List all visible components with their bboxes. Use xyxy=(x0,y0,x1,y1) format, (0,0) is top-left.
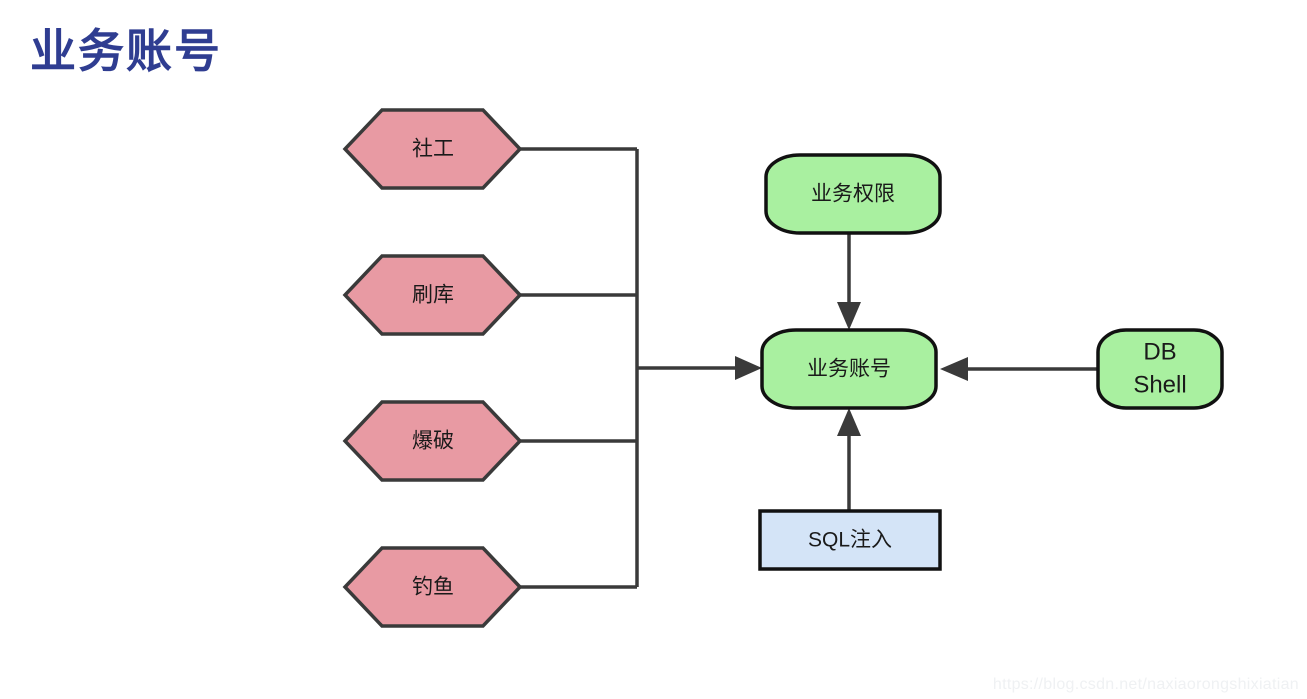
node-quanxian[interactable]: 业务权限 xyxy=(764,153,942,235)
rounded-rect-shape xyxy=(1096,328,1224,410)
watermark: https://blog.csdn.net/naxiaorongshixiati… xyxy=(992,676,1299,693)
node-label-sqlzhuru: SQL注入 xyxy=(808,529,892,552)
node-shuaku[interactable]: 刷库 xyxy=(342,254,523,336)
node-label-zhanghao: 业务账号 xyxy=(807,358,891,381)
node-diaoyu[interactable]: 钓鱼 xyxy=(342,546,523,628)
hexagon-shape xyxy=(342,546,523,628)
node-label-shuaku: 刷库 xyxy=(412,284,454,307)
page-title: 业务账号 xyxy=(30,25,222,77)
arrowhead-sqlzhuru-to-zhanghao xyxy=(837,408,861,436)
node-label-diaoyu: 钓鱼 xyxy=(412,576,454,599)
rounded-rect-shape xyxy=(760,328,938,410)
hexagon-shape xyxy=(342,108,523,190)
node-label-baopo: 爆破 xyxy=(412,430,454,453)
node-label-shegong: 社工 xyxy=(412,138,454,161)
hexagon-shape xyxy=(342,400,523,482)
arrowhead-quanxian-to-zhanghao xyxy=(837,302,861,330)
node-baopo[interactable]: 爆破 xyxy=(342,400,523,482)
node-label-dbshell-line1: DB xyxy=(1143,338,1176,365)
node-dbshell[interactable]: DB Shell xyxy=(1096,328,1224,410)
connector-group xyxy=(520,147,1098,589)
node-zhanghao[interactable]: 业务账号 xyxy=(760,328,938,410)
rounded-rect-shape xyxy=(764,153,942,235)
node-sqlzhuru[interactable]: SQL注入 xyxy=(758,509,942,571)
rect-shape xyxy=(758,509,942,571)
arrowhead-dbshell-to-zhanghao xyxy=(940,357,968,381)
node-label-dbshell-line2: Shell xyxy=(1133,371,1186,398)
arrowhead-bus-to-zhanghao xyxy=(735,356,762,380)
node-label-quanxian: 业务权限 xyxy=(811,183,895,206)
node-shegong[interactable]: 社工 xyxy=(342,108,523,190)
hexagon-shape xyxy=(342,254,523,336)
